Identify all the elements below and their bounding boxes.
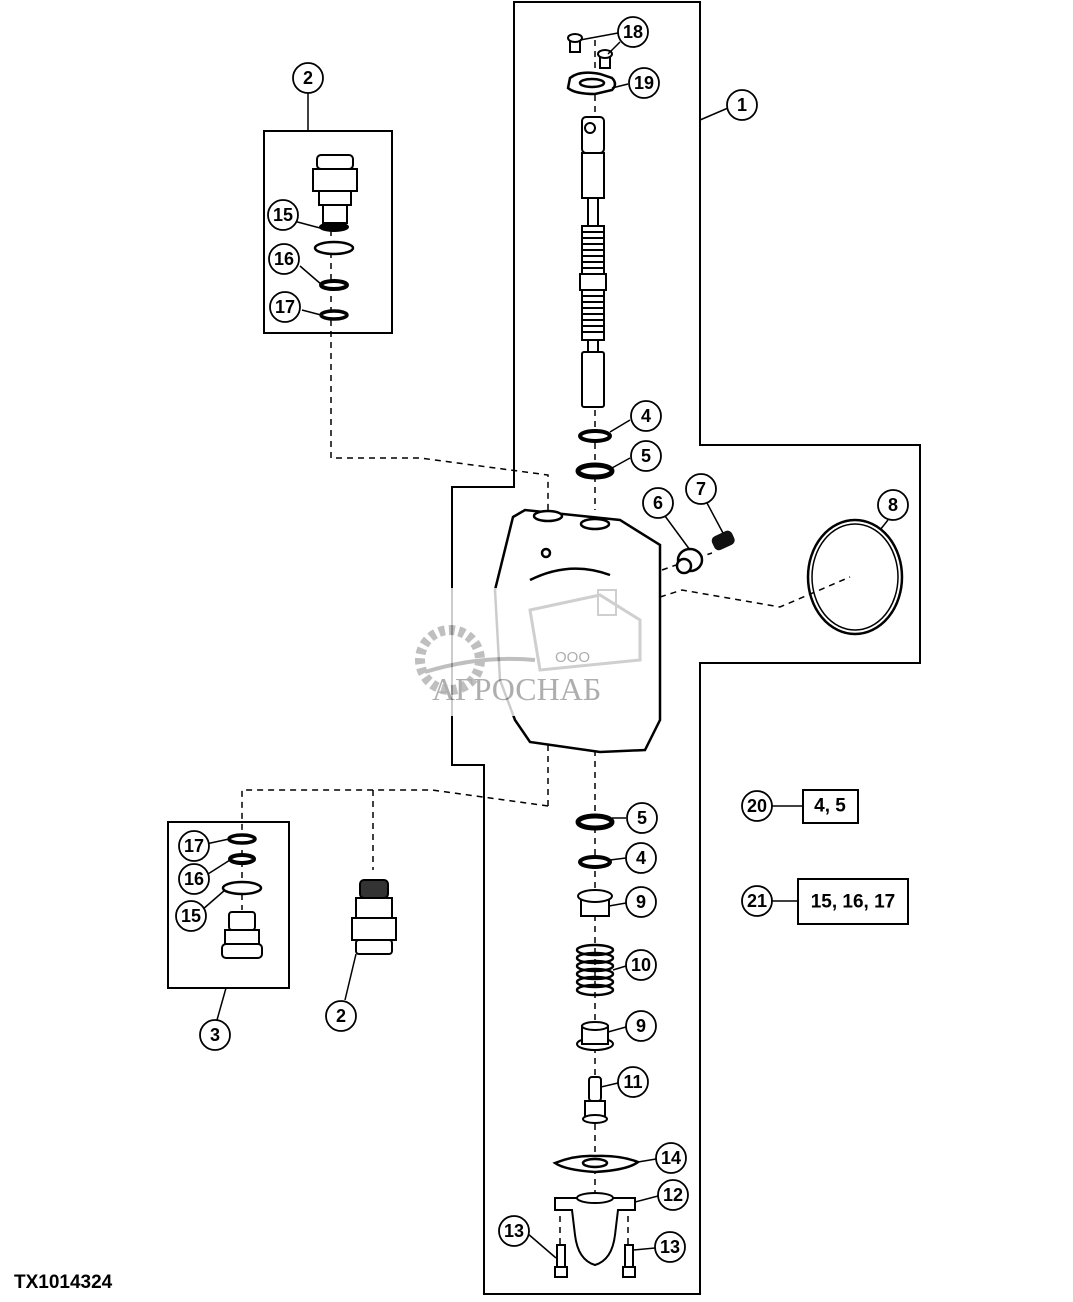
part-12-cover <box>554 1192 636 1267</box>
assembly-outline-1 <box>451 1 921 1295</box>
callout-5-bottom: 5 <box>626 802 658 834</box>
svg-text:4: 4 <box>636 848 646 868</box>
svg-text:9: 9 <box>636 1016 646 1036</box>
svg-text:19: 19 <box>634 73 654 93</box>
svg-text:5: 5 <box>641 446 651 466</box>
callout-8: 8 <box>877 489 909 521</box>
callout-1: 1 <box>726 89 758 121</box>
part-1-spool-assembly <box>579 116 607 408</box>
part-15-oring-bottom <box>221 880 263 896</box>
part-13-bolts <box>554 1244 636 1278</box>
callout-13-right: 13 <box>654 1231 686 1263</box>
svg-text:7: 7 <box>696 479 706 499</box>
svg-text:2: 2 <box>303 68 313 88</box>
svg-text:13: 13 <box>504 1221 524 1241</box>
part-2-cartridge-bottom <box>351 879 397 955</box>
callout-2-top: 2 <box>292 62 324 94</box>
callout-20: 20 <box>741 790 773 822</box>
part-16-oring-top <box>319 279 349 291</box>
part-11-pin <box>582 1076 608 1124</box>
callout-5-top: 5 <box>630 440 662 472</box>
callout-13-left: 13 <box>498 1215 530 1247</box>
part-7-setscrew <box>711 530 735 551</box>
callout-19: 19 <box>628 67 660 99</box>
callout-2-bottom: 2 <box>325 1000 357 1032</box>
part-5-seal-bottom <box>575 813 615 831</box>
svg-text:17: 17 <box>184 836 204 856</box>
callout-16-top: 16 <box>268 243 300 275</box>
part-4-oring-bottom <box>578 855 612 869</box>
watermark-logo: ООО АГРОСНАБ <box>415 588 658 716</box>
callout-12: 12 <box>657 1179 689 1211</box>
kit-box-2-top <box>263 130 393 334</box>
part-6-plug <box>675 547 704 575</box>
svg-text:16: 16 <box>274 249 294 269</box>
part-9-spring-seat-bottom <box>576 1021 614 1051</box>
callout-17-bottom: 17 <box>178 830 210 862</box>
callout-15-bottom: 15 <box>175 900 207 932</box>
part-14-gasket <box>552 1154 641 1174</box>
kit-21-contents: 15, 16, 17 <box>811 892 896 913</box>
callout-10: 10 <box>625 949 657 981</box>
callout-15-top: 15 <box>267 199 299 231</box>
callout-4-top: 4 <box>630 400 662 432</box>
part-2-cartridge-top <box>312 154 358 232</box>
svg-text:9: 9 <box>636 892 646 912</box>
svg-text:15: 15 <box>273 205 293 225</box>
svg-text:10: 10 <box>631 955 651 975</box>
svg-text:13: 13 <box>660 1237 680 1257</box>
part-4-oring-top <box>578 429 612 443</box>
callout-6: 6 <box>642 487 674 519</box>
part-5-seal-top <box>575 462 615 480</box>
kit-20-contents: 4, 5 <box>814 796 846 817</box>
figure-id: TX1014324 <box>14 1272 113 1293</box>
part-19-plate <box>566 71 617 96</box>
part-3-plug <box>221 911 263 959</box>
svg-text:3: 3 <box>210 1025 220 1045</box>
part-10-spring <box>575 943 615 997</box>
part-8-oring-large <box>806 518 904 636</box>
callout-9-top: 9 <box>625 886 657 918</box>
callout-16-bottom: 16 <box>178 863 210 895</box>
part-17-oring-bottom <box>227 833 257 845</box>
svg-text:11: 11 <box>623 1072 642 1092</box>
watermark-small-text: ООО <box>555 649 590 666</box>
part-17-oring-top <box>319 309 349 321</box>
kit-box-3 <box>167 821 290 989</box>
svg-text:15: 15 <box>181 906 201 926</box>
part-15-oring-top <box>313 240 355 256</box>
callout-4-bottom: 4 <box>625 842 657 874</box>
callout-11: 11 <box>617 1066 649 1098</box>
svg-text:5: 5 <box>637 808 647 828</box>
svg-text:16: 16 <box>184 869 204 889</box>
svg-text:12: 12 <box>663 1185 683 1205</box>
svg-text:17: 17 <box>275 297 295 317</box>
svg-text:1: 1 <box>737 95 747 115</box>
callout-21: 21 <box>741 885 773 917</box>
svg-text:4: 4 <box>641 406 651 426</box>
callout-17-top: 17 <box>269 291 301 323</box>
svg-text:2: 2 <box>336 1006 346 1026</box>
svg-text:18: 18 <box>623 22 643 42</box>
part-16-oring-bottom <box>228 853 256 865</box>
svg-text:8: 8 <box>888 495 898 515</box>
part-18-screws <box>567 33 613 69</box>
callout-7: 7 <box>685 473 717 505</box>
callout-14: 14 <box>655 1142 687 1174</box>
watermark-brand-text: АГРОСНАБ <box>432 671 601 707</box>
callout-18: 18 <box>617 16 649 48</box>
svg-text:20: 20 <box>747 796 767 816</box>
callout-9-bottom: 9 <box>625 1010 657 1042</box>
svg-text:14: 14 <box>661 1148 681 1168</box>
svg-text:6: 6 <box>653 493 663 513</box>
svg-text:21: 21 <box>747 891 767 911</box>
callout-3: 3 <box>199 1019 231 1051</box>
part-9-spring-seat-top <box>577 889 613 917</box>
